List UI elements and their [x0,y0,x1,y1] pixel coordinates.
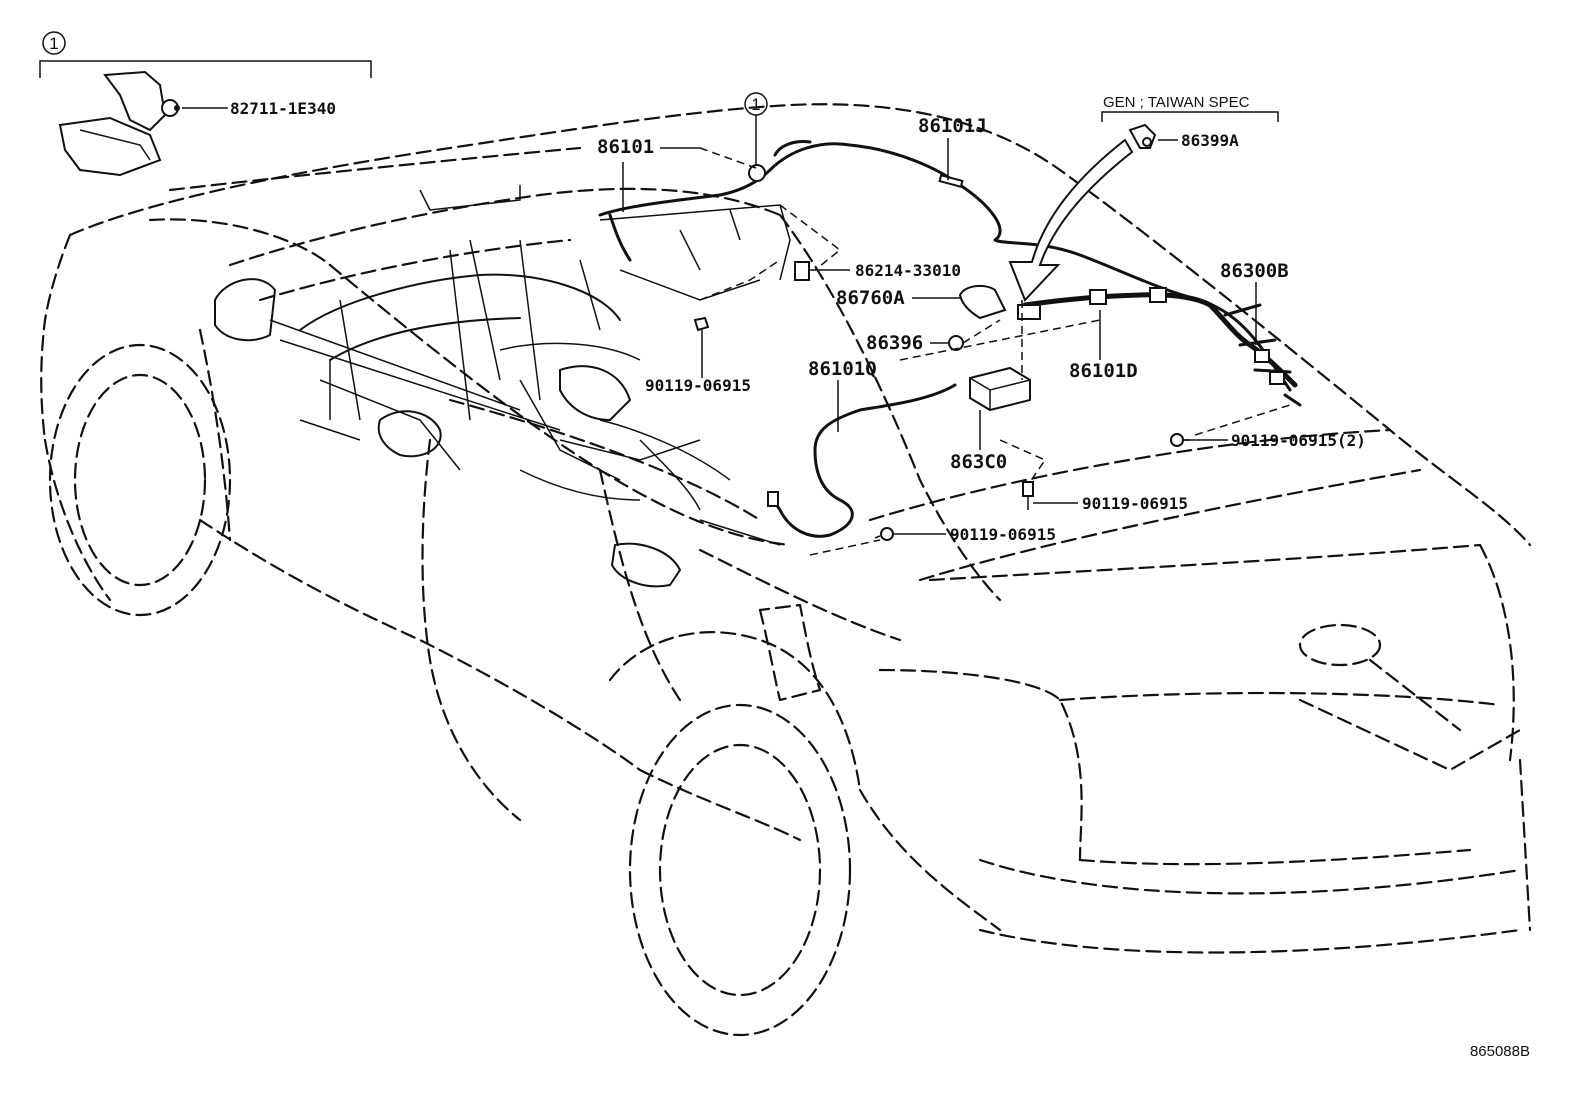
connector-86214-icon [794,261,810,281]
label-90119-06915-2: 90119-06915(2) [1231,431,1366,450]
car-body-outline [40,103,1532,1037]
part-labels: 82711-1E340 86101 86101J GEN ; TAIWAN SP… [230,94,1366,544]
label-86300B: 86300B [1220,260,1289,282]
label-86214-33010: 86214-33010 [855,261,961,280]
label-90119-06915-d: 90119-06915 [950,525,1056,544]
label-90119-06915-a: 90119-06915 [645,376,751,395]
label-86399A: 86399A [1181,131,1239,150]
leader-lines [622,138,1291,556]
label-86101D: 86101D [1069,360,1138,382]
label-86101: 86101 [597,136,654,158]
harness-86300B [1207,302,1302,407]
callout-marker-car-text: 1 [751,95,760,114]
label-86101J: 86101J [918,115,987,137]
label-90119-06915-c: 90119-06915 [1082,494,1188,513]
variant-bracket [1101,111,1279,122]
antenna-86760A-icon [958,284,1007,320]
bracket-part [58,70,180,177]
label-863C0: 863C0 [950,451,1007,473]
label-86101Q: 86101Q [808,358,877,380]
wire-86101 [598,164,772,262]
label-82711-1E340: 82711-1E340 [230,99,336,118]
callout-marker-text: 1 [49,34,58,53]
bolt-90119-c-icon [1022,481,1034,510]
clip-86396-icon [948,335,964,351]
label-variant: GEN ; TAIWAN SPEC [1103,94,1250,111]
drawing-code: 865088B [1470,1043,1530,1060]
module-863C0-icon [969,366,1031,412]
wire-86101Q [767,383,957,538]
label-86760A: 86760A [836,287,905,309]
inset-group: 1 [39,31,372,177]
bolt-90119-d-icon [874,527,894,541]
wire-86101D [1017,287,1213,320]
label-86396: 86396 [866,332,923,354]
callout-marker-inset [42,31,66,55]
part-86399A-icon [1128,123,1157,149]
bolt-90119-icon [693,316,710,345]
location-arrow [1008,138,1134,302]
